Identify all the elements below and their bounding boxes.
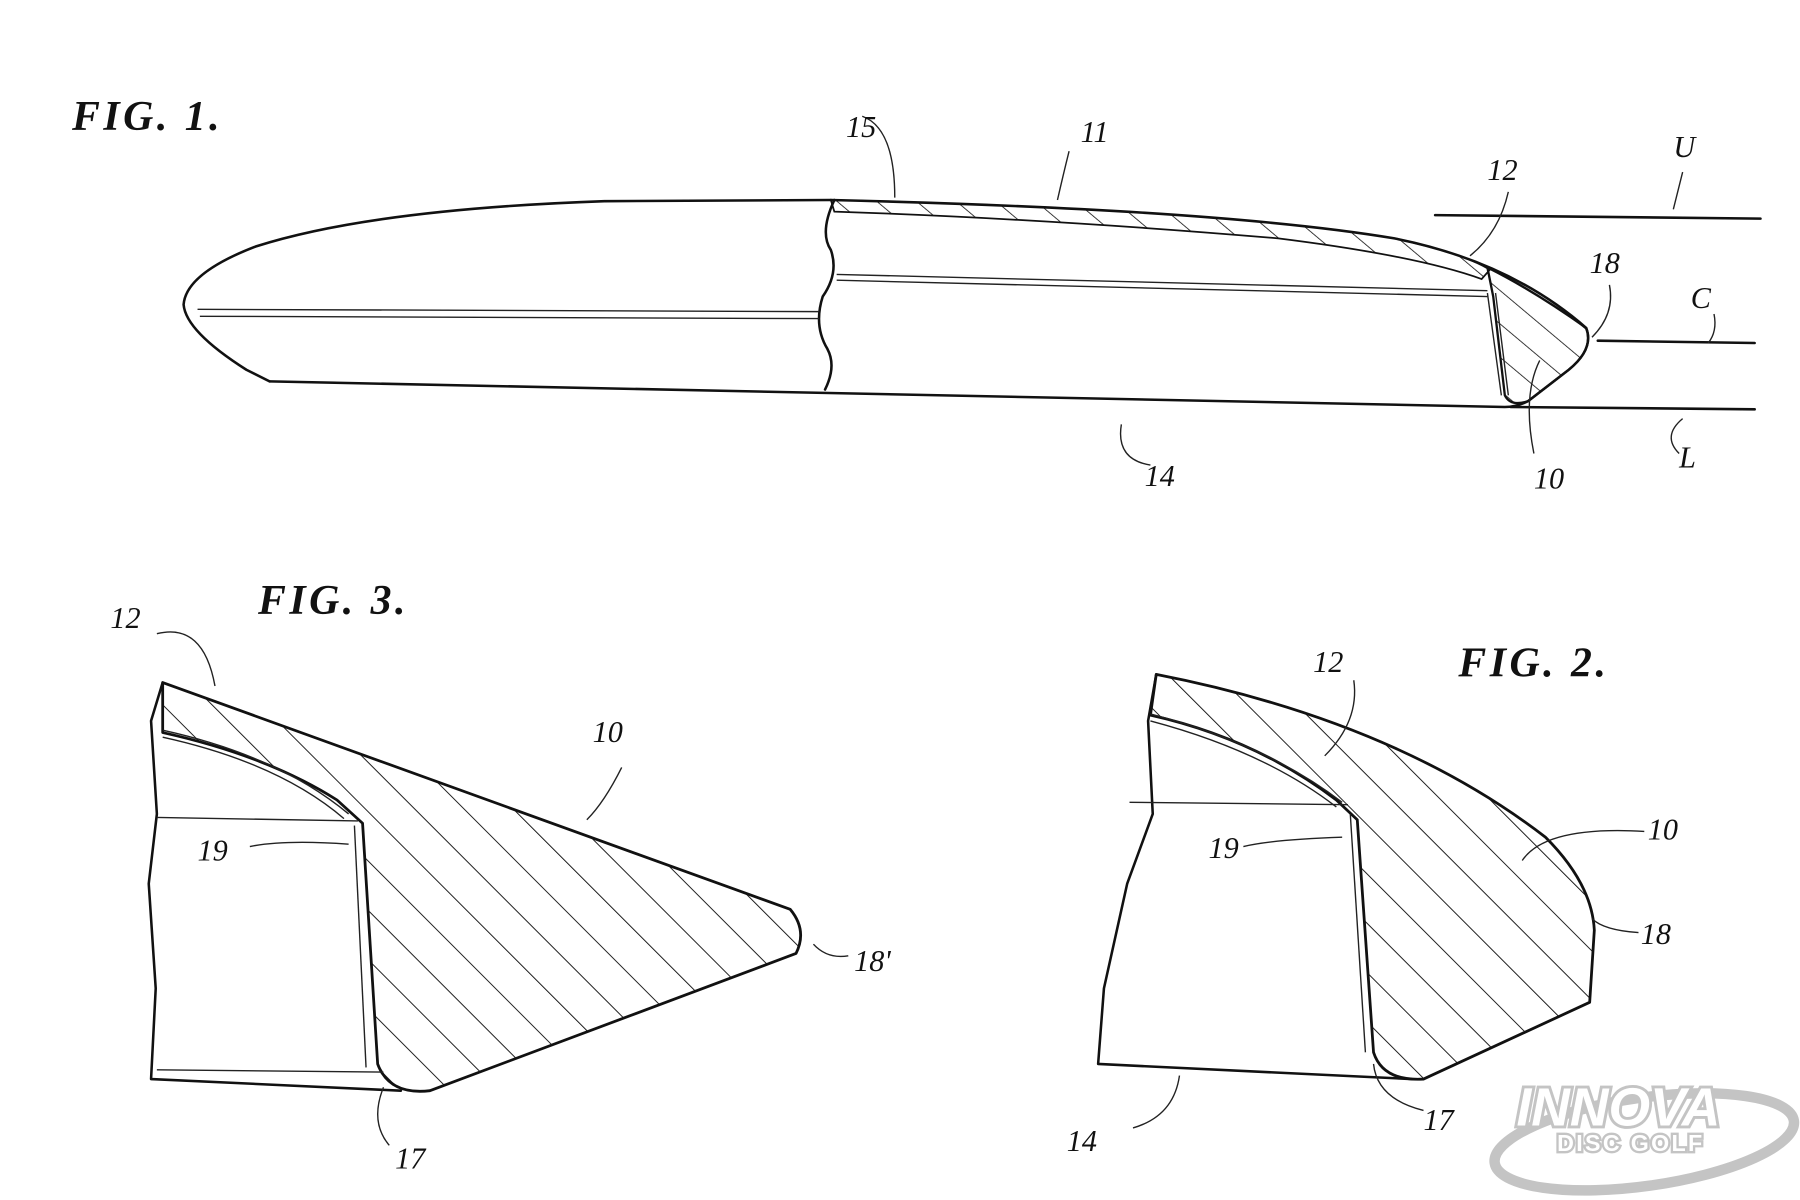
- logo-sub: DISC GOLF: [1557, 1130, 1704, 1156]
- figure-2-title: FIG. 2.: [1457, 641, 1609, 687]
- ref-l: L: [1678, 440, 1696, 474]
- ref-12: 12: [1313, 645, 1343, 679]
- disc-outline-right: [268, 198, 1590, 409]
- ref-c: C: [1691, 281, 1712, 315]
- ref-19: 19: [1209, 831, 1239, 865]
- ref-17: 17: [395, 1142, 427, 1176]
- reference-line-c: [1596, 339, 1756, 345]
- figure-3: FIG. 3. 12 10 19 18' 17: [110, 578, 891, 1176]
- ref-19: 19: [198, 833, 228, 867]
- ref-11: 11: [1081, 115, 1109, 149]
- reference-line-u: [1433, 213, 1762, 220]
- figure-2: FIG. 2. 12 10 19 18 14 17: [1067, 641, 1678, 1158]
- break-line: [817, 198, 836, 391]
- ref-15: 15: [846, 110, 876, 144]
- ref-18: 18: [1641, 917, 1671, 951]
- ref-10: 10: [1648, 813, 1678, 847]
- ref-10: 10: [1534, 461, 1564, 495]
- ref-18: 18: [1590, 246, 1620, 280]
- logo-brand: INNOVA: [1516, 1079, 1720, 1138]
- ref-12: 12: [1487, 153, 1517, 187]
- innova-logo-watermark: INNOVA DISC GOLF ®: [1489, 1076, 1800, 1196]
- ref-10: 10: [593, 715, 623, 749]
- ref-u: U: [1673, 130, 1697, 164]
- rim-cross-section-hatch: [161, 681, 803, 1093]
- registered-mark: ®: [1757, 1092, 1766, 1105]
- figure-1-title: FIG. 1.: [71, 94, 223, 140]
- figure-3-title: FIG. 3.: [257, 578, 409, 624]
- ref-12: 12: [110, 601, 140, 635]
- rim-section-hatch: [1485, 265, 1590, 405]
- ref-17: 17: [1423, 1103, 1455, 1137]
- ref-14: 14: [1067, 1124, 1097, 1158]
- top-layer-hatch: [829, 199, 1492, 281]
- ref-14: 14: [1145, 459, 1175, 493]
- disc-outline-left: [182, 198, 833, 383]
- ref-18-prime: 18': [854, 944, 891, 978]
- reference-line-l: [1509, 405, 1756, 411]
- figure-1: FIG. 1. 15 11 12 U 18 C 14 10 L: [71, 94, 1762, 495]
